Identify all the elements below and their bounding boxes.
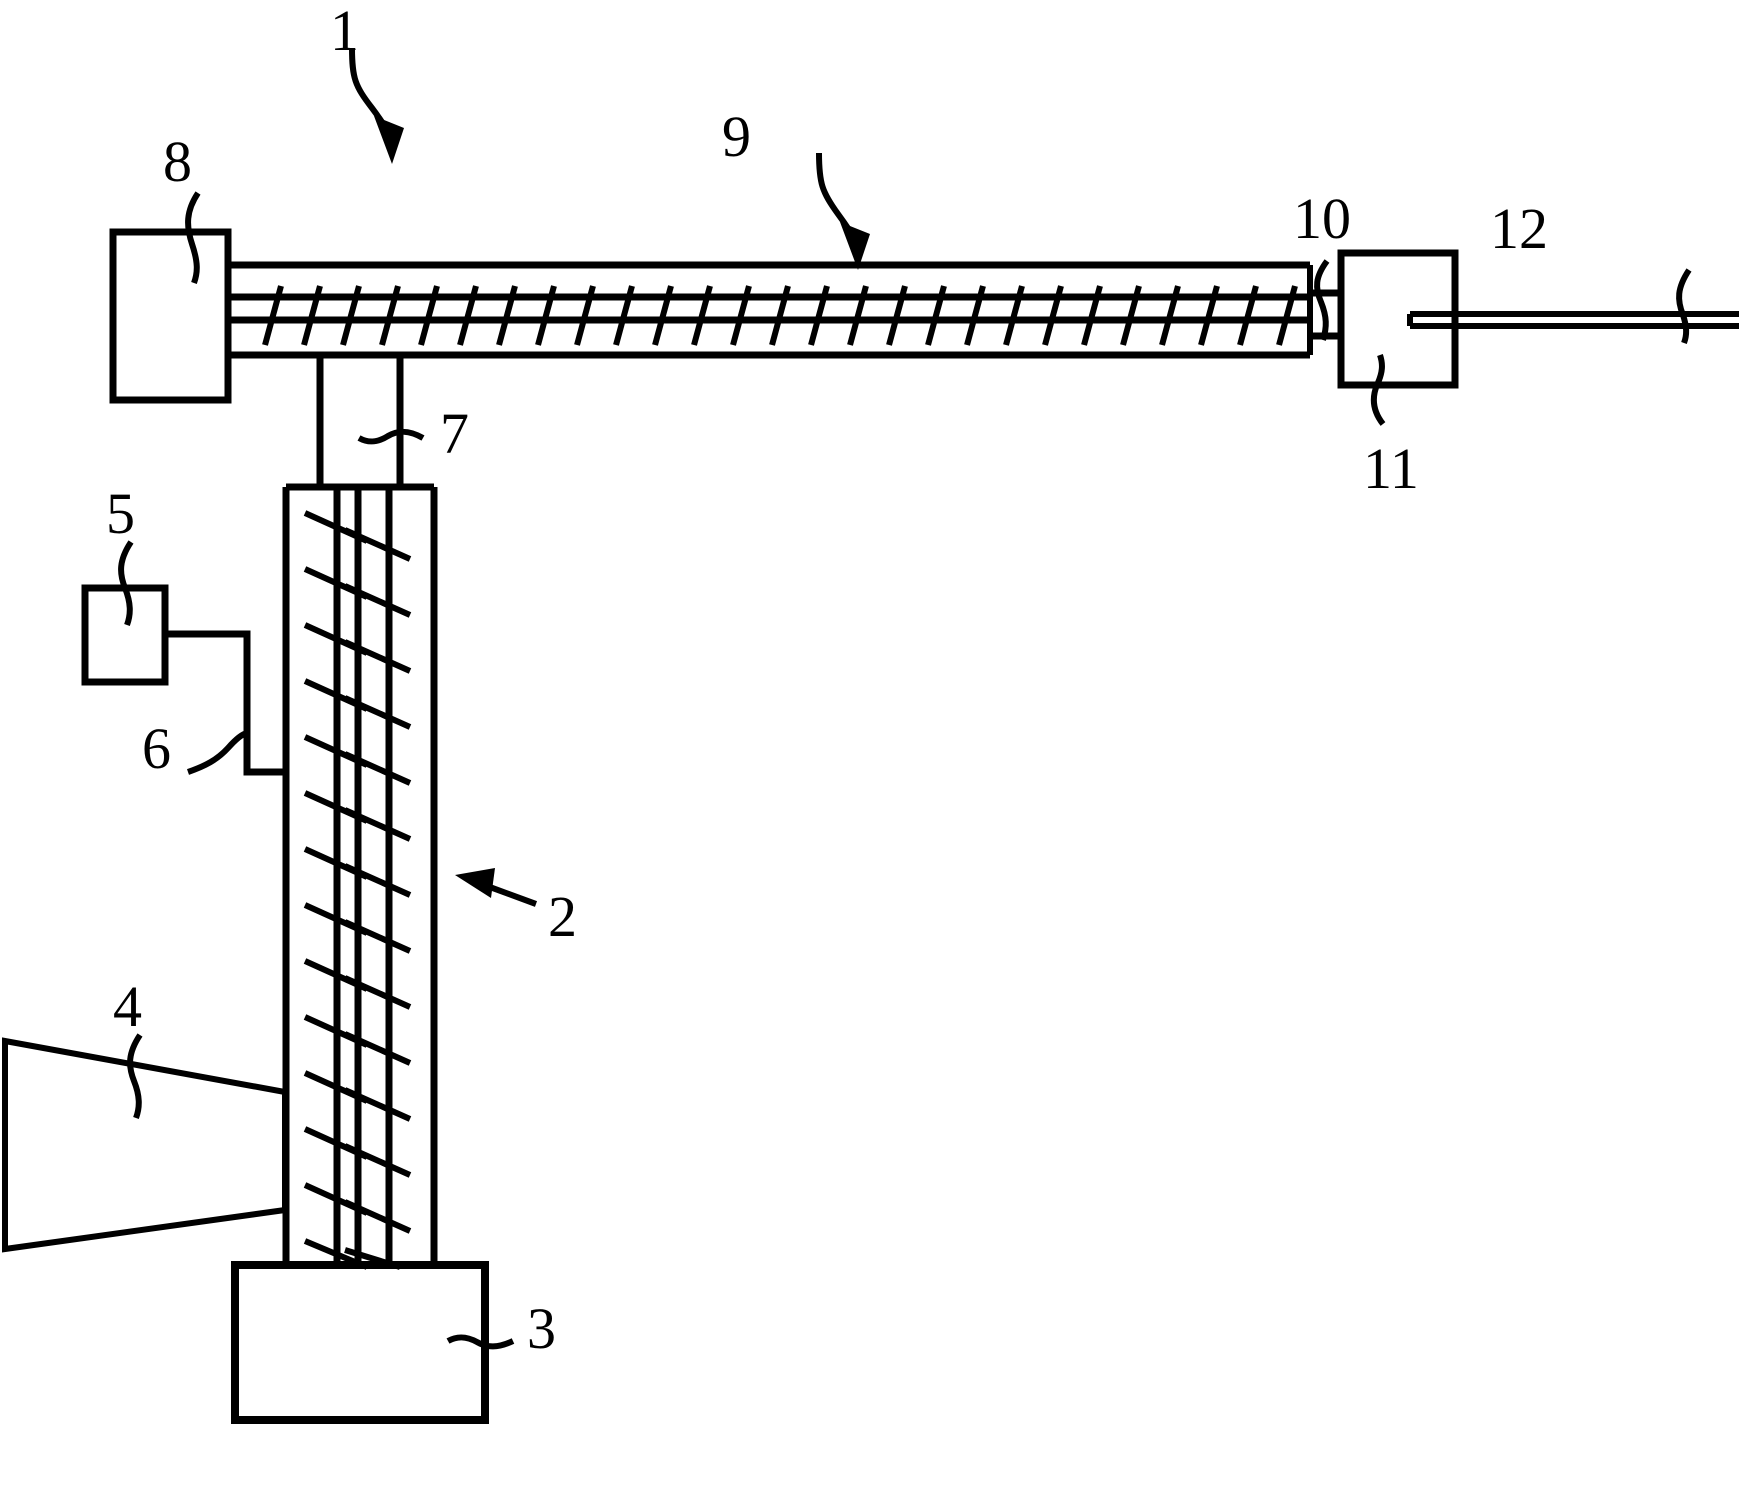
- leader-9: [816, 152, 870, 270]
- reference-numeral-11: 11: [1363, 436, 1419, 501]
- reference-numeral-2: 2: [548, 884, 577, 949]
- leader-10: [1314, 259, 1330, 341]
- leader-12: [1676, 268, 1692, 345]
- reference-numeral-4: 4: [113, 974, 142, 1039]
- output-shaft: [1407, 311, 1739, 329]
- beam-stirrup-ticks: [262, 285, 1298, 346]
- horizontal-beam: [228, 261, 1313, 359]
- reference-numeral-9: 9: [722, 104, 751, 169]
- connector-bars: [316, 357, 404, 487]
- reference-numeral-7: 7: [440, 401, 469, 466]
- reference-numeral-3: 3: [527, 1296, 556, 1361]
- leader-7: [357, 428, 425, 445]
- reference-numeral-12: 12: [1490, 196, 1548, 261]
- column-stirrup-ticks: [303, 510, 412, 1270]
- leader-11: [1370, 354, 1386, 426]
- control-box: [81, 584, 169, 686]
- leader-6: [187, 730, 248, 775]
- leader-1: [349, 47, 404, 164]
- reference-numeral-1: 1: [330, 0, 359, 63]
- left-end-block: [109, 228, 232, 404]
- leader-5: [118, 540, 134, 627]
- reference-numeral-8: 8: [163, 129, 192, 194]
- leader-2: [455, 868, 538, 907]
- reference-numeral-5: 5: [106, 481, 135, 546]
- leader-4: [127, 1033, 143, 1120]
- leader-3: [446, 1334, 515, 1350]
- tapered-blade: [1, 1037, 288, 1253]
- right-end-block: [1337, 249, 1459, 389]
- reference-numeral-10: 10: [1293, 186, 1351, 251]
- leader-8: [185, 191, 201, 285]
- reference-numeral-6: 6: [142, 716, 171, 781]
- signal-line: [165, 630, 286, 776]
- vertical-column: [282, 483, 438, 1270]
- base-block: [231, 1261, 489, 1424]
